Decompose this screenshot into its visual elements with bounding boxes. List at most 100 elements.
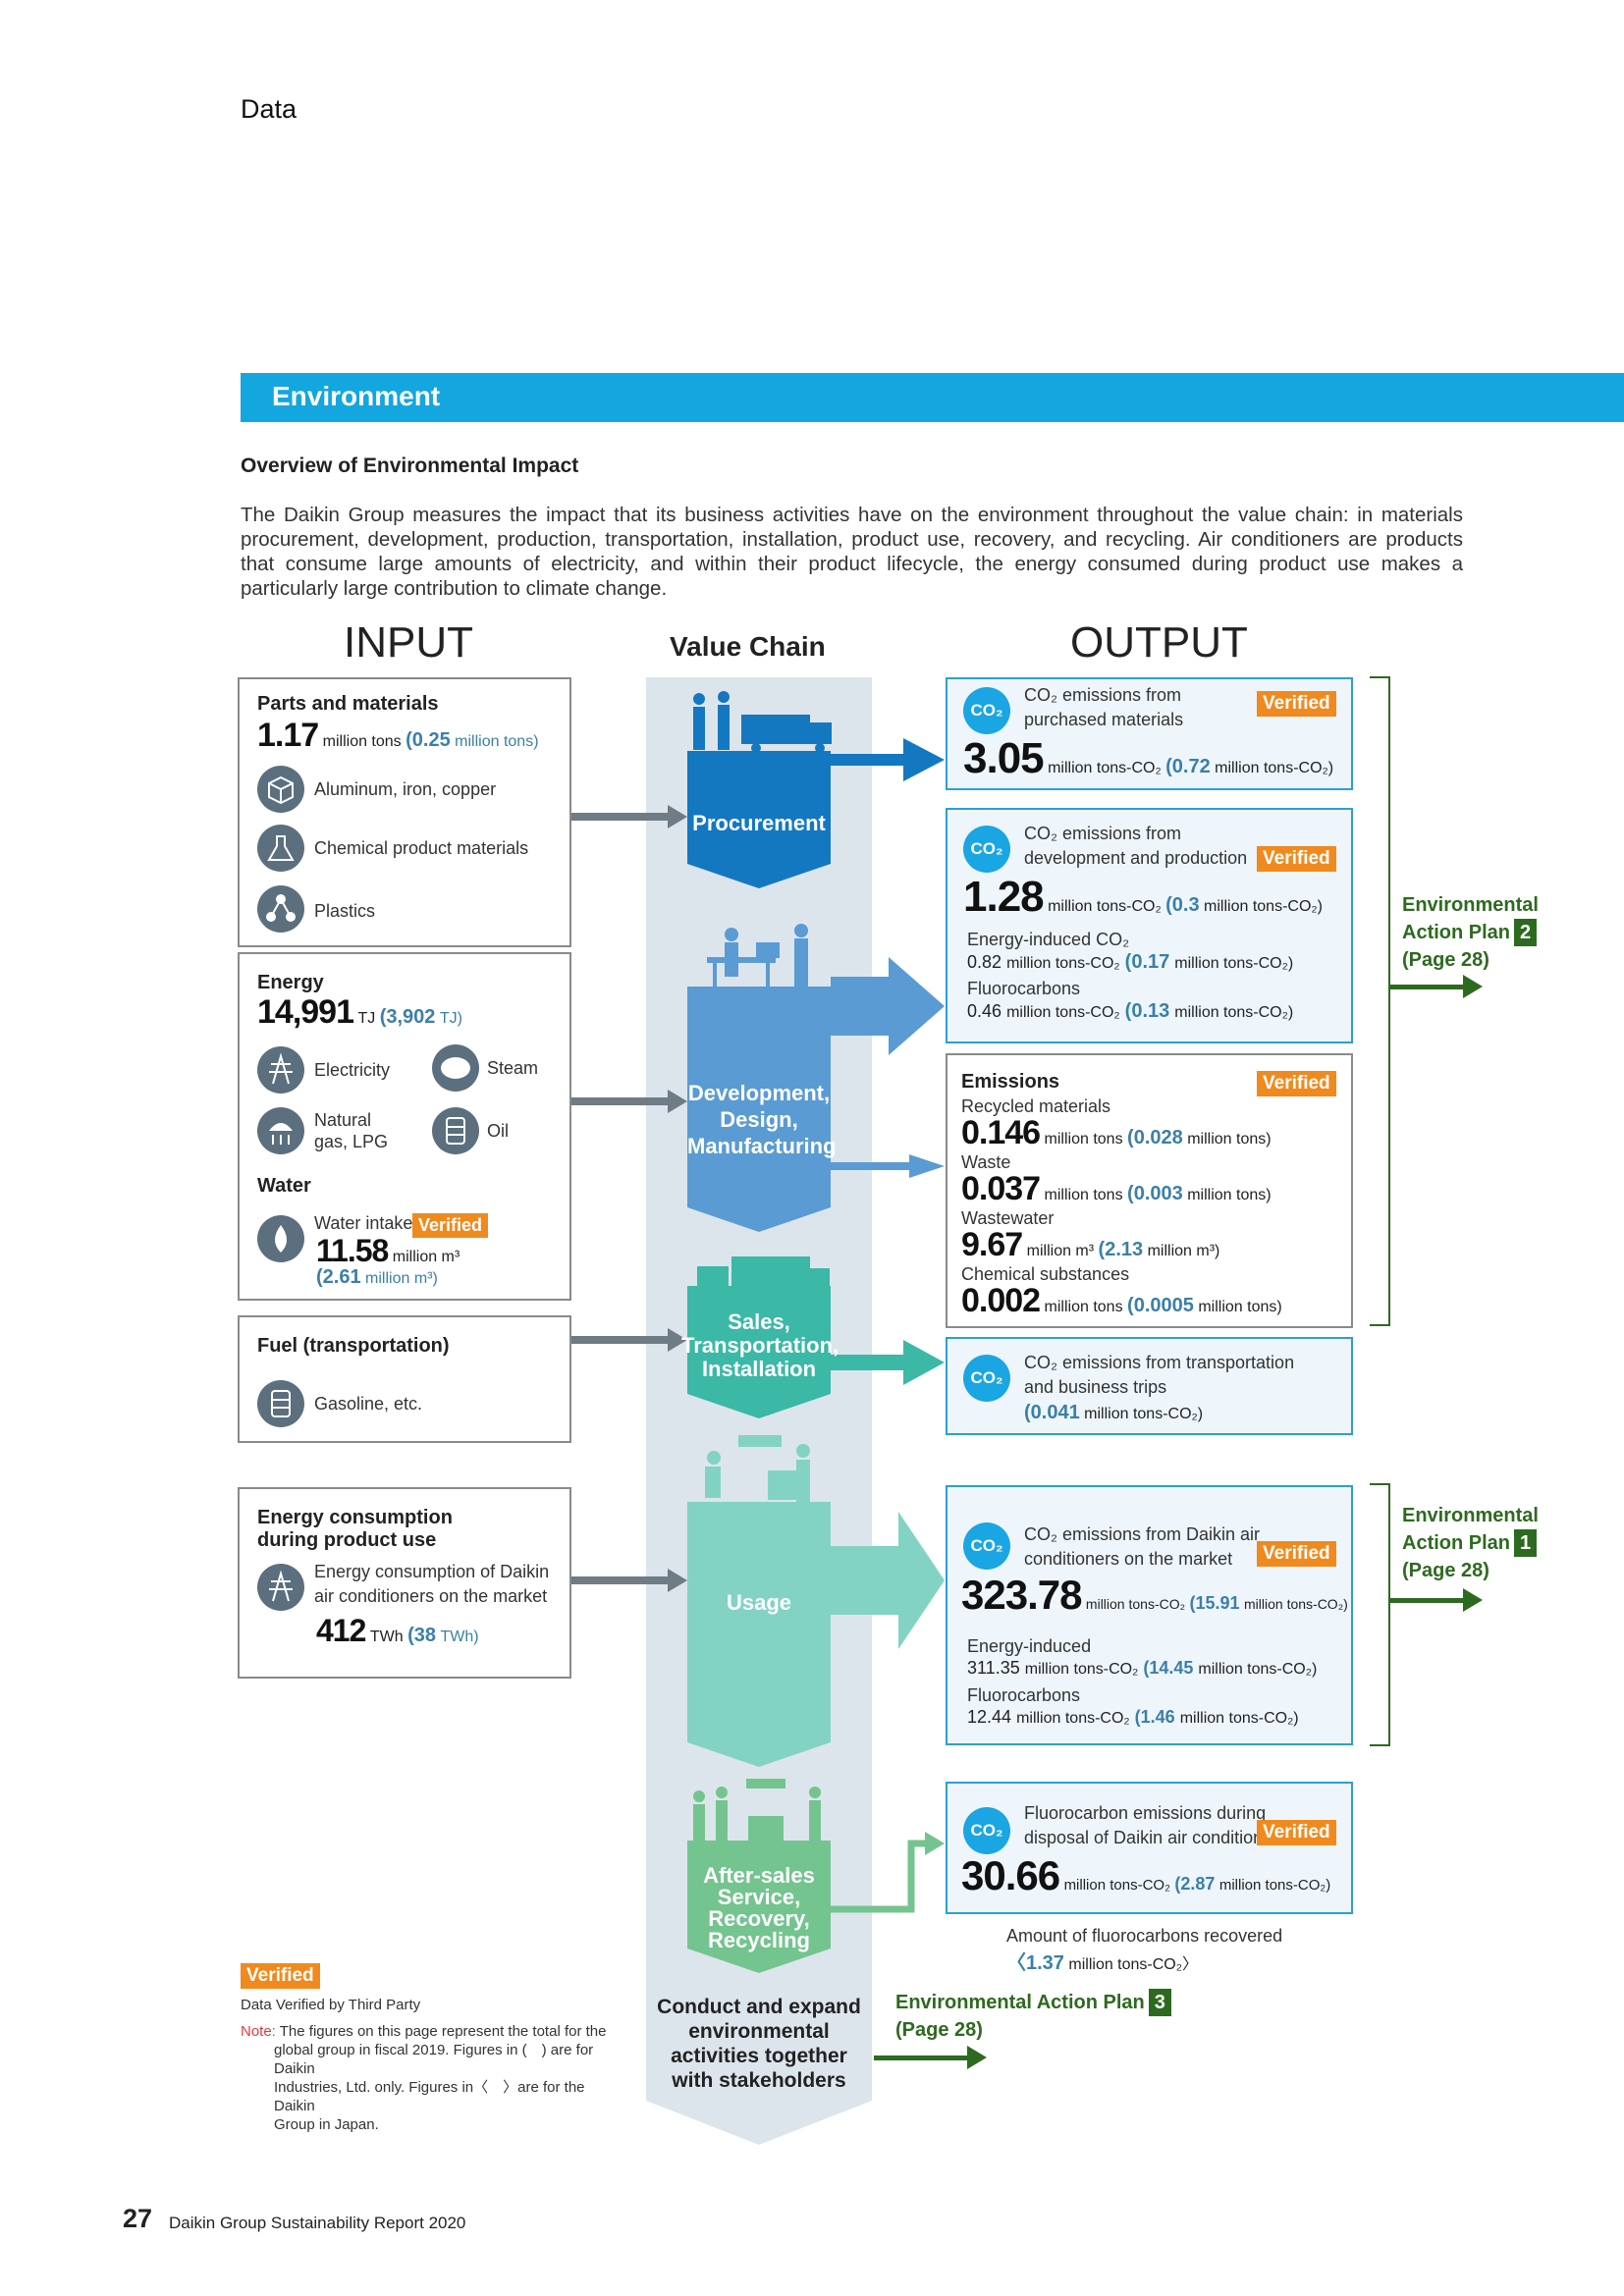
flask-icon: [257, 825, 304, 872]
devprod-label-line: development and production: [1024, 848, 1248, 868]
stage-development-line: Design,: [720, 1107, 798, 1132]
action-plan-2-line: Environmental: [1402, 894, 1539, 916]
usage-value-row: 412 TWh (38 TWh): [316, 1613, 479, 1649]
emissions-row-value: 0.002 million tons (0.0005 million tons): [961, 1282, 1282, 1320]
energy-value: 14,991: [257, 993, 354, 1031]
purchased-unit: million tons-CO₂: [1048, 760, 1162, 776]
energy-unit: TJ: [357, 1010, 376, 1027]
emissions-paren-unit: million tons): [1198, 1299, 1282, 1315]
note-label: Note:: [241, 2023, 276, 2040]
emissions-row-label: Wastewater: [961, 1208, 1055, 1228]
devprod-fluoro-row: 0.46 million tons-CO₂ (0.13 million tons…: [967, 1000, 1293, 1023]
stage-procurement: Procurement: [692, 811, 826, 835]
output-usage-box: CO₂ CO₂ emissions from Daikin air condit…: [946, 1485, 1353, 1745]
stage-conduct-line: Conduct and expand: [657, 1996, 861, 2018]
section-header: Data: [241, 94, 298, 124]
devprod-energy-unit: million tons-CO₂: [1006, 955, 1120, 972]
overview-heading: Overview of Environmental Impact: [241, 454, 579, 477]
co2-icon: CO₂: [963, 1522, 1010, 1570]
input-heading: INPUT: [344, 618, 473, 667]
water-paren-unit: million m³): [365, 1270, 438, 1287]
stage-conduct-line: activities together: [671, 2045, 847, 2067]
fuel-title: Fuel (transportation): [257, 1335, 450, 1357]
purchased-label: CO₂ emissions from purchased materials: [1024, 683, 1183, 732]
usage-label-line: Energy consumption of Daikin: [314, 1562, 550, 1581]
usage-paren-unit: TWh): [440, 1629, 479, 1645]
emissions-paren: (0.003: [1127, 1183, 1183, 1204]
devprod-fluoro-unit: million tons-CO₂: [1006, 1004, 1120, 1021]
transport-paren-unit: million tons-CO₂): [1084, 1406, 1204, 1422]
verified-caption: Data Verified by Third Party: [241, 1997, 421, 2013]
aftersales-output-arrow: [925, 1832, 945, 1855]
usage-title: Energy consumption during product use: [257, 1507, 453, 1552]
recovered-paren-value: 〈1.37: [1006, 1952, 1064, 1974]
emissions-row-label: Waste: [961, 1152, 1011, 1172]
recovered-paren-unit: million tons-CO₂〉: [1068, 1956, 1198, 1973]
transport-label-line: and business trips: [1024, 1377, 1167, 1397]
action-plan-2-page: (Page 28): [1402, 949, 1489, 971]
co2-icon: CO₂: [963, 826, 1010, 873]
disposal-label: Fluorocarbon emissions during disposal o…: [1024, 1801, 1287, 1850]
devprod-verified-badge: Verified: [1257, 846, 1336, 872]
emissions-paren: (0.0005: [1127, 1295, 1194, 1316]
energy-item: Electricity: [314, 1060, 391, 1080]
note-line: Group in Japan.: [274, 2116, 379, 2133]
usage-fluoro-paren-unit: million tons-CO₂): [1179, 1710, 1299, 1727]
procurement-people-icon: [693, 691, 730, 750]
usage-energy-label: Energy-induced: [967, 1636, 1092, 1656]
legend-verified-badge: Verified: [241, 1963, 320, 1989]
action-plan-2-number: 2: [1514, 919, 1538, 946]
transport-paren-value: (0.041: [1024, 1402, 1080, 1423]
emissions-value: 0.002: [961, 1282, 1041, 1319]
usage-paren-value: (38: [407, 1625, 436, 1646]
purchased-value: 3.05: [963, 734, 1045, 782]
disposal-value-row: 30.66 million tons-CO₂ (2.87 million ton…: [961, 1852, 1330, 1899]
stage-development-line: Development,: [687, 1081, 831, 1105]
input-arrows: [571, 805, 687, 1592]
plan1-bracket: [1370, 1483, 1390, 1746]
emissions-unit: million m³: [1026, 1243, 1095, 1259]
stage-aftersales-line: Service,: [717, 1885, 801, 1909]
power-tower-icon: [257, 1046, 304, 1094]
stage-sales-line: Sales,: [728, 1309, 790, 1334]
overview-body: The Daikin Group measures the impact tha…: [241, 504, 1463, 600]
note-line: The figures on this page represent the t…: [279, 2023, 607, 2040]
usage-fluoro-row: 12.44 million tons-CO₂ (1.46 million ton…: [967, 1707, 1299, 1728]
action-plan-1-page: (Page 28): [1402, 1560, 1489, 1581]
usage-power-tower-icon: [257, 1564, 304, 1611]
disposal-paren-unit: million tons-CO₂): [1218, 1877, 1331, 1894]
banner-title: Environment: [272, 381, 441, 411]
emissions-verified-badge: Verified: [1257, 1071, 1336, 1096]
usage-energy-row: 311.35 million tons-CO₂ (14.45 million t…: [967, 1658, 1317, 1679]
emissions-row-label: Chemical substances: [961, 1264, 1130, 1284]
emissions-unit: million tons: [1044, 1131, 1123, 1148]
action-plan-3-number: 3: [1148, 1989, 1171, 2016]
procurement-output-arrow: [903, 738, 945, 781]
energy-paren-value: (3,902: [379, 1006, 436, 1028]
emissions-row-value: 0.146 million tons (0.028 million tons): [961, 1114, 1272, 1152]
section-banner: Environment: [241, 373, 1624, 422]
disposal-unit: million tons-CO₂: [1063, 1877, 1170, 1894]
devprod-paren-value: (0.3: [1165, 894, 1200, 916]
usage-out-paren-unit: million tons-CO₂): [1244, 1596, 1348, 1612]
energy-value-row: 14,991 TJ (3,902 TJ): [257, 993, 462, 1032]
emissions-value: 0.146: [961, 1114, 1041, 1151]
parts-value: 1.17: [257, 717, 319, 754]
devprod-energy-value: 0.82: [967, 952, 1002, 972]
energy-item: Steam: [487, 1058, 539, 1078]
purchased-paren-unit: million tons-CO₂): [1215, 760, 1334, 776]
publication-title: Daikin Group Sustainability Report 2020: [169, 2214, 466, 2232]
value-chain-heading: Value Chain: [670, 631, 826, 662]
purchased-label-line: purchased materials: [1024, 710, 1184, 729]
usage-out-value: 323.78: [961, 1572, 1082, 1618]
parts-unit: million tons: [322, 733, 402, 750]
input-usage-box: Energy consumption during product use En…: [238, 1487, 571, 1679]
usage-fluoro-paren: (1.46: [1134, 1707, 1175, 1727]
devprod-fluoro-label: Fluorocarbons: [967, 979, 1081, 998]
usage-fluoro-unit: million tons-CO₂: [1016, 1710, 1130, 1727]
stage-aftersales: After-sales Service, Recovery, Recycling: [687, 1865, 831, 1951]
